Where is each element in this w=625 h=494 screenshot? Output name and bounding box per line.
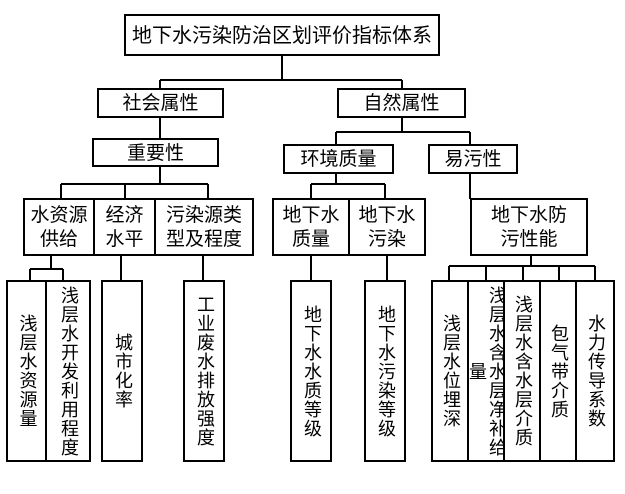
water-supply-line-1: 水资源 [30,204,88,226]
leaf-urbanization-label: 城市化率 [112,333,133,409]
leaf-industrial-waste-label: 工业废水排放强度 [194,295,215,447]
water-supply-node: 水资源 供给 [23,198,95,256]
gw-protection-node: 地下水防 污性能 [470,198,588,256]
vulnerability-node: 易污性 [428,144,518,174]
gw-pollution-line-2: 污染 [367,228,406,250]
leaf-vadose-medium-label: 包气带介质 [548,323,569,419]
pollution-type-node: 污染源类 型及程度 [154,198,254,256]
natural-attribute-node: 自然属性 [337,88,466,118]
leaf-net-recharge: 浅层水含水层净补给量 [466,280,507,462]
social-attribute-label: 社会属性 [122,92,199,114]
leaf-industrial-waste: 工业废水排放强度 [183,280,225,462]
root-label: 地下水污染防治区划评价指标体系 [132,23,432,47]
leaf-conductivity-label: 水力传导系数 [585,314,606,428]
pollution-type-line-1: 污染源类 [165,204,242,226]
leaf-burial-depth: 浅层水位埋深 [431,280,469,462]
leaf-aquifer-medium: 浅层水含水层介质 [503,280,541,462]
importance-label: 重要性 [126,141,184,164]
leaf-shallow-resource-label: 浅层水资源量 [16,314,38,428]
leaf-burial-depth-label: 浅层水位埋深 [440,314,461,428]
env-quality-label: 环境质量 [300,148,377,170]
gw-quality-node: 地下水 质量 [272,198,350,256]
env-quality-node: 环境质量 [283,144,394,174]
leaf-gw-pollution-grade-label: 地下水污染等级 [375,304,396,438]
economy-line-2: 水平 [105,228,144,250]
gw-protection-line-1: 地下水防 [490,204,567,226]
leaf-gw-quality-grade-label: 地下水水质等级 [301,304,322,438]
leaf-gw-quality-grade: 地下水水质等级 [290,280,332,462]
leaf-shallow-dev: 浅层水开发利用程度 [45,280,91,462]
social-attribute-node: 社会属性 [97,88,224,118]
leaf-gw-pollution-grade: 地下水污染等级 [364,280,406,462]
economy-node: 经济 水平 [93,198,156,256]
gw-pollution-line-1: 地下水 [358,204,416,226]
pollution-type-line-2: 型及程度 [165,228,242,250]
leaf-shallow-dev-label: 浅层水开发利用程度 [58,285,79,457]
vulnerability-label: 易污性 [444,148,502,170]
leaf-vadose-medium: 包气带介质 [539,280,577,462]
leaf-aquifer-medium-label: 浅层水含水层介质 [512,295,533,447]
leaf-net-recharge-label: 浅层水含水层净补给量 [466,285,507,457]
importance-node: 重要性 [92,138,219,167]
gw-pollution-node: 地下水 污染 [348,198,426,256]
gw-quality-line-2: 质量 [291,228,330,250]
gw-quality-line-1: 地下水 [282,204,340,226]
economy-line-1: 经济 [105,204,144,226]
water-supply-line-2: 供给 [39,228,78,250]
leaf-shallow-resource: 浅层水资源量 [6,280,47,462]
root-node: 地下水污染防治区划评价指标体系 [124,14,440,56]
gw-protection-line-2: 污性能 [500,228,558,250]
leaf-conductivity: 水力传导系数 [575,280,615,462]
natural-attribute-label: 自然属性 [363,92,440,114]
leaf-urbanization: 城市化率 [101,280,143,462]
